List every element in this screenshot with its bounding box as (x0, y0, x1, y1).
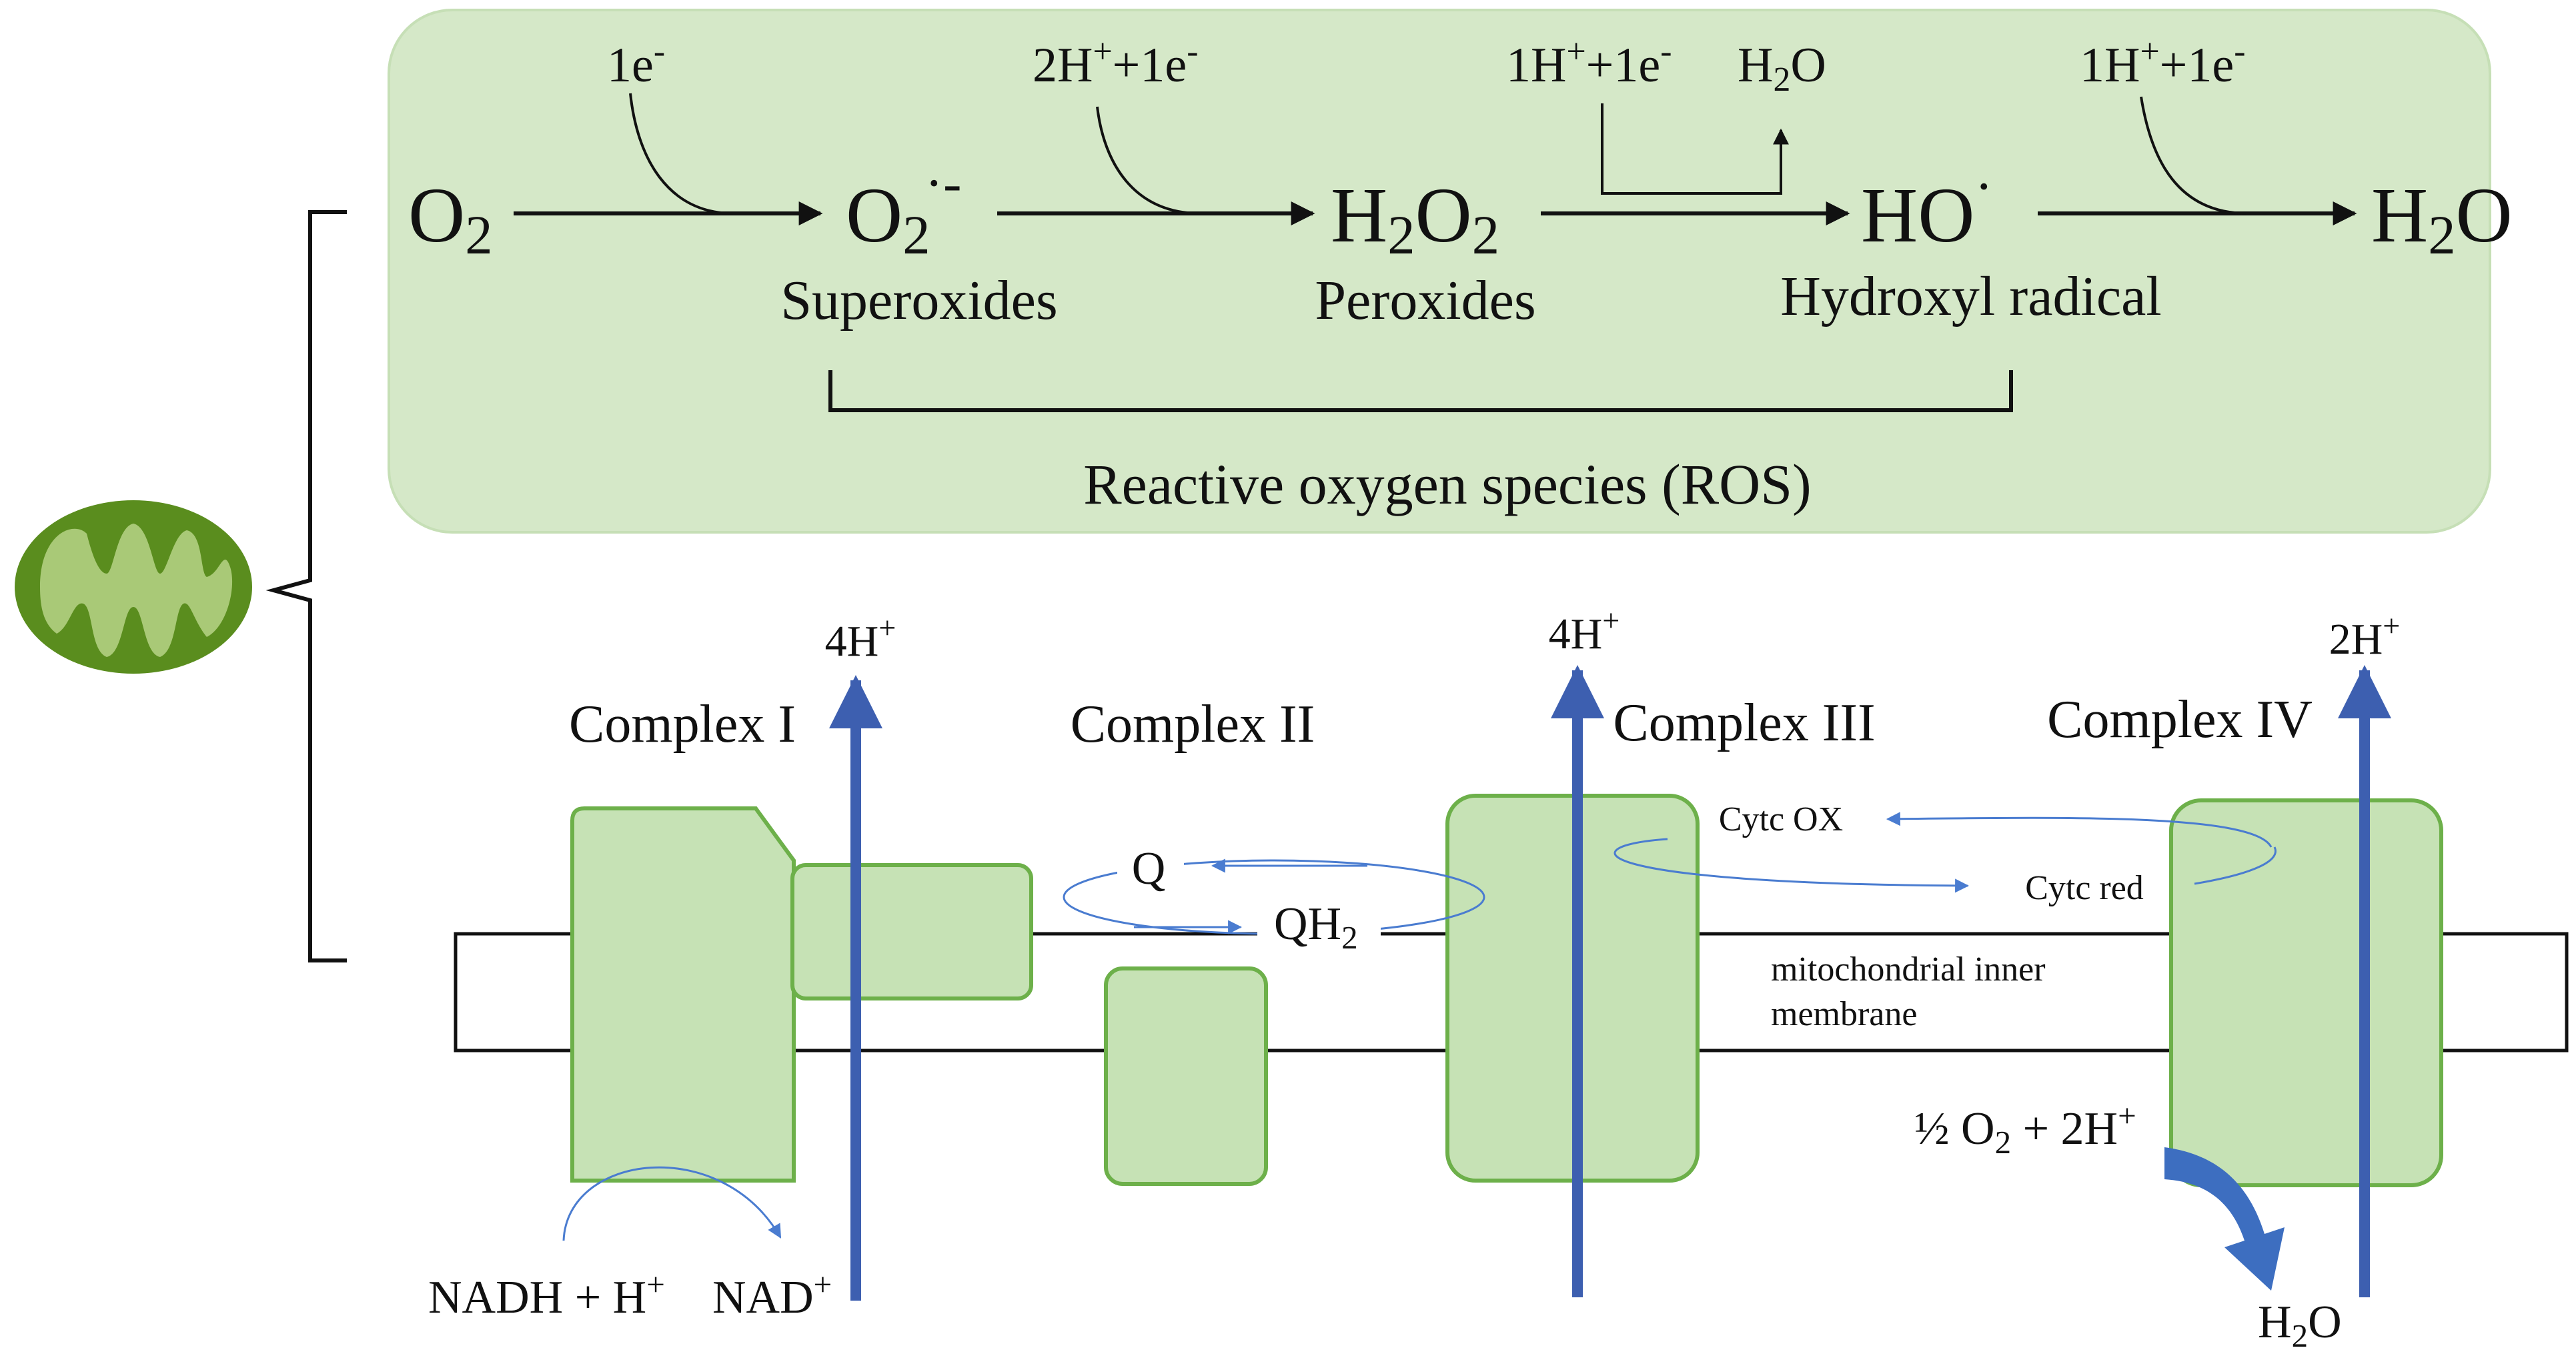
species-superoxide: O2·- (846, 152, 962, 265)
label-hydroxyl-radical: Hydroxyl radical (1780, 265, 2161, 327)
cytc-loop-return (2194, 846, 2277, 885)
input-step4: 1H++1e- (2080, 33, 2246, 93)
membrane-label-1: mitochondrial inner (1771, 950, 2046, 988)
complex-iv-label: Complex IV (2047, 690, 2313, 749)
oxygen-input-label: ½ O2 + 2H+ (1914, 1097, 2136, 1161)
label-peroxides: Peroxides (1315, 269, 1535, 331)
membrane-label-2: membrane (1771, 995, 1917, 1033)
species-water: H2O (2371, 171, 2513, 265)
section-brace (265, 210, 347, 962)
ros-panel (388, 9, 2491, 534)
input-step2: 2H++1e- (1033, 33, 1199, 93)
nad-label: NAD+ (712, 1266, 832, 1323)
species-h2o2: H2O2 (1331, 171, 1499, 265)
cytc-loop-top (1886, 812, 2273, 848)
complex-i-label: Complex I (569, 695, 796, 754)
label-superoxides: Superoxides (780, 269, 1057, 331)
water-output-label: H2O (2258, 1297, 2342, 1354)
qh2-label: QH2 (1274, 898, 1358, 956)
input-curve-1 (629, 93, 734, 215)
nadh-label: NADH + H+ (428, 1266, 665, 1323)
input-step1: 1e- (607, 33, 665, 93)
input-curve-4 (2140, 96, 2248, 215)
cytc-ox-label: Cytc OX (1719, 800, 1843, 838)
species-o2: O2 (408, 171, 493, 265)
proton-label-complex-iv: 2H+ (2329, 609, 2401, 664)
proton-label-complex-iii: 4H+ (1549, 604, 1620, 658)
species-hydroxyl: HO· (1861, 155, 1993, 259)
complex-iii-label: Complex III (1613, 694, 1875, 752)
nadh-arrow (562, 1166, 782, 1241)
hydroxyl-water-branch (1601, 103, 1789, 195)
complex-iv-body (2169, 798, 2443, 1187)
complex-ii-body (1104, 966, 1268, 1186)
complex-i-arm (790, 863, 1033, 1000)
proton-label-complex-i: 4H+ (825, 611, 896, 666)
complex-ii-label: Complex II (1071, 695, 1315, 754)
ros-caption: Reactive oxygen species (ROS) (1083, 452, 1811, 516)
water-formation-arrow (2164, 1147, 2285, 1291)
input-curve-2 (1096, 106, 1201, 215)
input-step3: 1H++1e- (1506, 33, 1672, 93)
cytc-red-label: Cytc red (2025, 869, 2144, 907)
output-step3-water: H2O (1738, 38, 1826, 99)
ros-bracket (828, 370, 2013, 412)
complex-i-body (570, 806, 796, 1183)
q-label: Q (1132, 843, 1166, 894)
mitochondrion-icon (15, 500, 252, 674)
cytc-loop-bottom (1614, 838, 1970, 893)
